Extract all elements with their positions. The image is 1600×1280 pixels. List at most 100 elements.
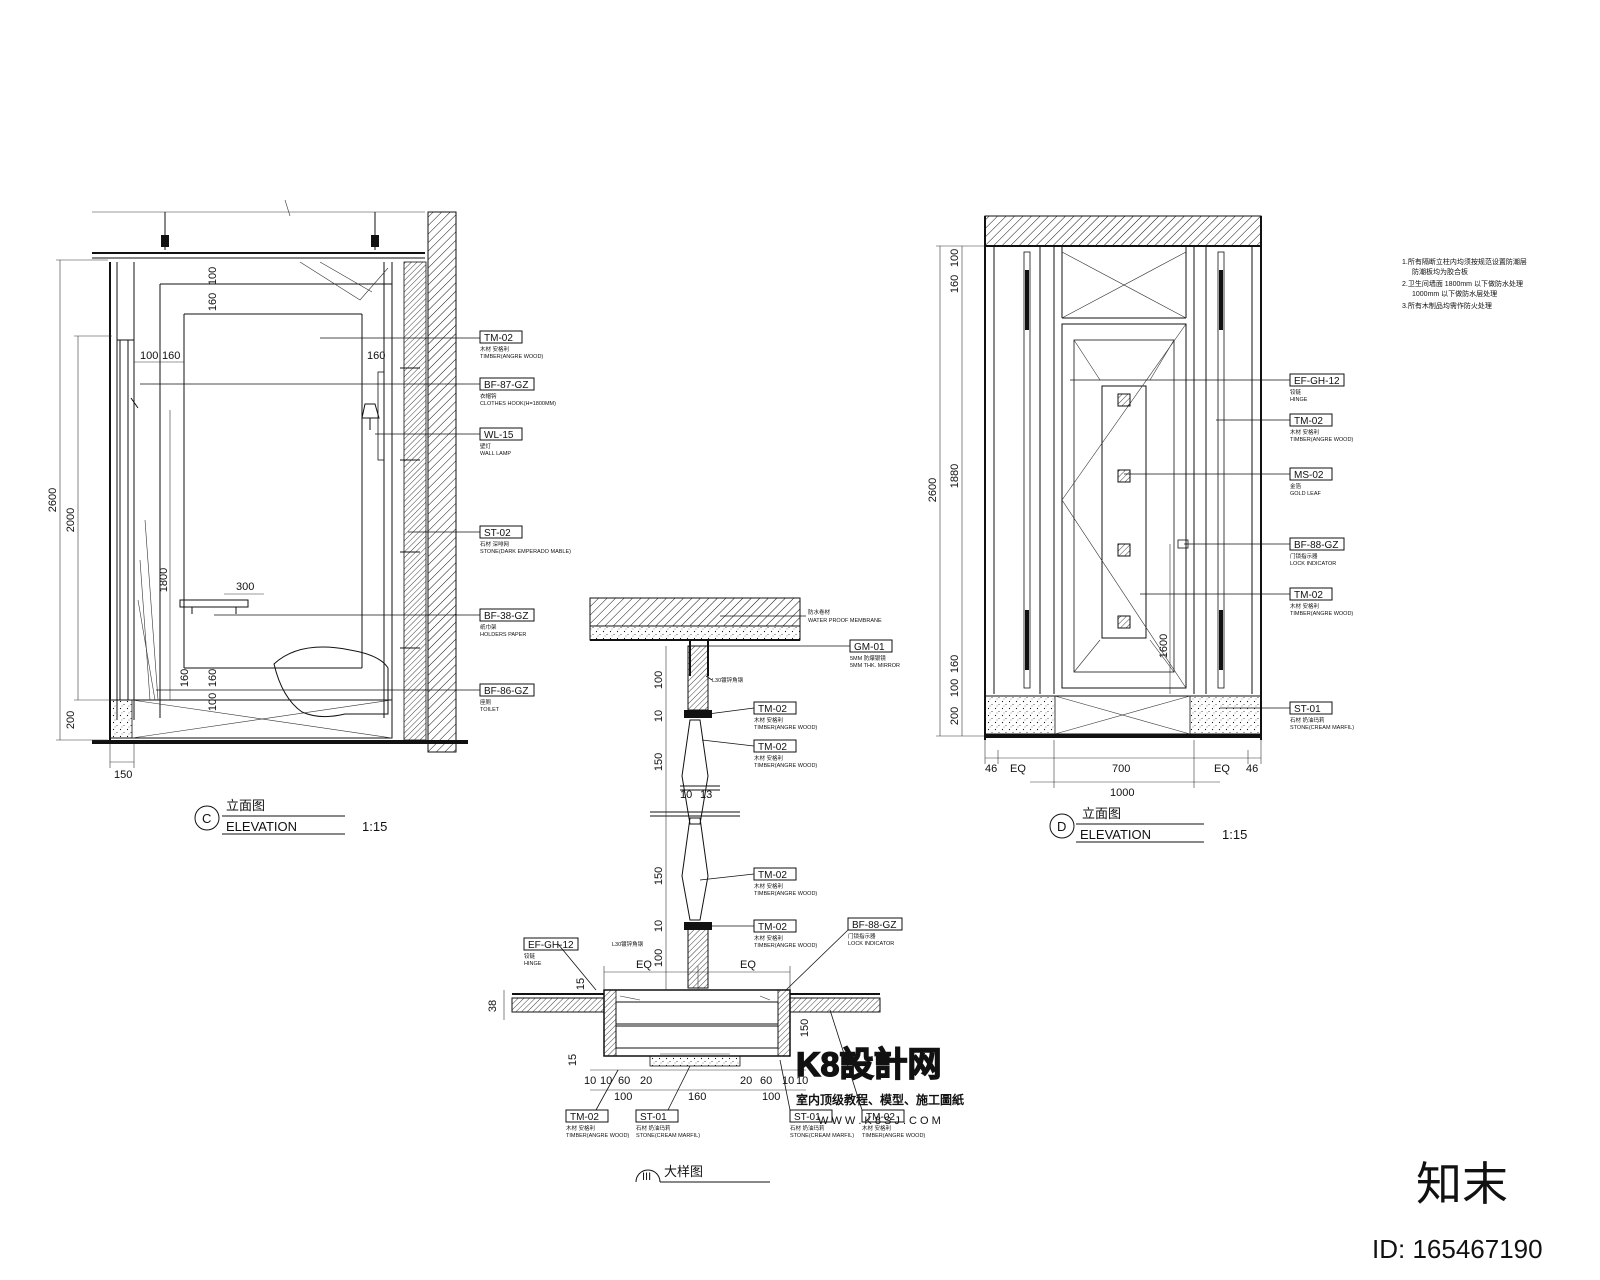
det-dim-b60a: 60	[618, 1075, 630, 1087]
callout-code: BF-88-GZ	[852, 920, 896, 931]
k8-watermark: K8設計网 室内顶级教程、模型、施工圖紙 W W W . K 8 S J . C…	[795, 1045, 964, 1127]
c-dim-150: 150	[114, 769, 132, 781]
d-dim-1880: 1880	[949, 464, 961, 488]
detail-iii: 100 10 150 150 10 100 10 13 EQ EQ 38 15 …	[487, 597, 925, 1183]
callout-zh: 衣帽钩	[480, 392, 497, 400]
callout-det-tm-02-e: TM-02 木材 安格利 TIMBER(ANGRE WOOD)	[565, 1109, 629, 1139]
c-dim-top100: 100	[207, 267, 219, 285]
callout-en: GOLD LEAF	[1290, 491, 1322, 497]
d-dim-100: 100	[949, 249, 961, 267]
note-line: 1000mm 以下做防水层处理	[1412, 289, 1497, 298]
c-dim-l160: 160	[162, 350, 180, 362]
k8-subtitle: 室内顶级教程、模型、施工圖紙	[796, 1092, 964, 1107]
callout-en: TIMBER(ANGRE WOOD)	[754, 763, 817, 769]
callout-code: TM-02	[758, 704, 787, 715]
callout-code: EF-GH-12	[528, 940, 574, 951]
callout-en: TIMBER(ANGRE WOOD)	[862, 1133, 925, 1139]
det-dim-b10d: 10	[796, 1075, 808, 1087]
det-note-zh: 防水卷材	[808, 608, 831, 616]
det-dim-15: 15	[575, 978, 587, 990]
det-dim-b20b: 20	[740, 1075, 752, 1087]
callout-zh: 座厕	[480, 698, 492, 706]
det-dim-b20a: 20	[640, 1075, 652, 1087]
callout-en: HINGE	[1290, 397, 1308, 403]
k8-url: W W W . K 8 S J . C O M	[818, 1115, 941, 1127]
callout-det-tm-02-c: TM-02 木材 安格利 TIMBER(ANGRE WOOD)	[753, 867, 817, 897]
callout-en: TIMBER(ANGRE WOOD)	[1290, 611, 1353, 617]
det-dim-b10a: 10	[584, 1075, 596, 1087]
callout-d-bf-88-gz: BF-88-GZ 门锁指示器 LOCK INDICATOR	[1289, 537, 1345, 567]
callout-code: BF-86-GZ	[484, 686, 528, 697]
elevation-d-notes: 1.所有隔断立柱内均须按规范设置防潮层 防潮板均为胶合板 2.卫生间墙面 180…	[1402, 257, 1527, 310]
callout-code: WL-15	[484, 430, 514, 441]
note-line: 3.所有木制品均需作防火处理	[1402, 301, 1492, 310]
callout-zh: 木材 安格利	[754, 716, 783, 724]
elevation-c: 2600 2000 200 1800 150 100 160 100 160 1…	[47, 199, 571, 835]
callout-en: TIMBER(ANGRE WOOD)	[754, 943, 817, 949]
callout-zh: 5MM 防爆银镜	[850, 654, 886, 662]
callout-code: ST-01	[1294, 704, 1321, 715]
callout-d-st-01: ST-01 石材 奶油玛莉 STONE(CREAM MARFIL)	[1289, 701, 1354, 731]
callout-zh: 木材 安格利	[754, 882, 783, 890]
callout-code: TM-02	[758, 870, 787, 881]
callout-en: 5MM THK. MIRROR	[850, 663, 900, 669]
d-dim-1600: 1600	[1158, 634, 1170, 658]
callout-code: BF-87-GZ	[484, 380, 528, 391]
callout-zh: 木材 安格利	[480, 345, 509, 353]
callout-det-gm-01: GM-01 5MM 防爆银镜 5MM THK. MIRROR	[849, 639, 900, 669]
det-dim-c13: 13	[700, 789, 712, 801]
callout-zh: 木材 安格利	[566, 1124, 595, 1132]
callout-zh: 石材 奶油玛莉	[1290, 716, 1325, 724]
title-num: III	[642, 1171, 651, 1183]
det-dim-b100b: 100	[762, 1091, 780, 1103]
det-dim-100b: 100	[653, 949, 665, 967]
callout-code: EF-GH-12	[1294, 376, 1340, 387]
title-zh: 大样图	[664, 1164, 703, 1179]
callout-en: STONE(CREAM MARFIL)	[636, 1133, 700, 1139]
det-dim-b10b: 10	[600, 1075, 612, 1087]
callout-code: BF-38-GZ	[484, 611, 528, 622]
callout-zh: 金箔	[1290, 482, 1302, 490]
d-dim-eqb: EQ	[1214, 763, 1230, 775]
d-dim-b100: 100	[949, 679, 961, 697]
callout-code: ST-02	[484, 528, 511, 539]
callout-det-st-01-b: ST-01 石材 奶油玛莉 STONE(CREAM MARFIL)	[789, 1109, 854, 1139]
callout-d-tm-02-a: TM-02 木材 安格利 TIMBER(ANGRE WOOD)	[1289, 413, 1353, 443]
callout-zh: 木材 安格利	[754, 934, 783, 942]
callout-code: ST-01	[640, 1112, 667, 1123]
callout-zh: 门锁指示器	[1290, 552, 1318, 560]
d-dim-b200: 200	[949, 707, 961, 725]
title-scale: 1:15	[362, 819, 387, 834]
c-dim-top160: 160	[207, 293, 219, 311]
callout-code: TM-02	[1294, 590, 1323, 601]
callout-code: TM-02	[866, 1112, 895, 1123]
callout-c-bf-38-gz: BF-38-GZ 纸巾架 HOLDERS PAPER	[479, 608, 535, 638]
det-dim-c10: 10	[680, 789, 692, 801]
callout-c-st-02: ST-02 石材 深啡网 STONE(DARK EMPERADO MABLE)	[479, 525, 571, 555]
det-note-angle-2: L30镀锌角钢	[612, 940, 644, 948]
callout-code: TM-02	[1294, 416, 1323, 427]
det-dim-10a: 10	[653, 710, 665, 722]
zhimo-watermark: 知末 ID: 165467190	[1372, 1158, 1543, 1264]
callout-c-bf-86-gz: BF-86-GZ 座厕 TOILET	[479, 683, 535, 713]
det-dim-100a: 100	[653, 671, 665, 689]
callout-en: STONE(CREAM MARFIL)	[790, 1133, 854, 1139]
callout-c-wl-15: WL-15 壁灯 WALL LAMP	[479, 427, 523, 457]
callout-det-tm-02-d: TM-02 木材 安格利 TIMBER(ANGRE WOOD)	[753, 919, 817, 949]
c-dim-2000: 2000	[65, 508, 77, 532]
title-elevation-c: C 立面图 ELEVATION 1:15	[194, 798, 387, 835]
callout-c-tm-02: TM-02 木材 安格利 TIMBER(ANGRE WOOD)	[479, 330, 543, 360]
c-dim-l100: 100	[140, 350, 158, 362]
callout-det-tm-02-b: TM-02 木材 安格利 TIMBER(ANGRE WOOD)	[753, 739, 817, 769]
callout-zh: 石材 奶油玛莉	[636, 1124, 671, 1132]
callout-det-tm-02-f: TM-02 木材 安格利 TIMBER(ANGRE WOOD)	[861, 1109, 925, 1139]
callout-code: TM-02	[570, 1112, 599, 1123]
callout-zh: 木材 安格利	[754, 754, 783, 762]
callout-zh: 铰链	[1290, 388, 1302, 396]
d-dim-160: 160	[949, 275, 961, 293]
callout-en: HINGE	[524, 961, 542, 967]
zhimo-brand: 知末	[1416, 1158, 1508, 1210]
callout-en: TIMBER(ANGRE WOOD)	[566, 1133, 629, 1139]
title-scale: 1:15	[1222, 827, 1247, 842]
